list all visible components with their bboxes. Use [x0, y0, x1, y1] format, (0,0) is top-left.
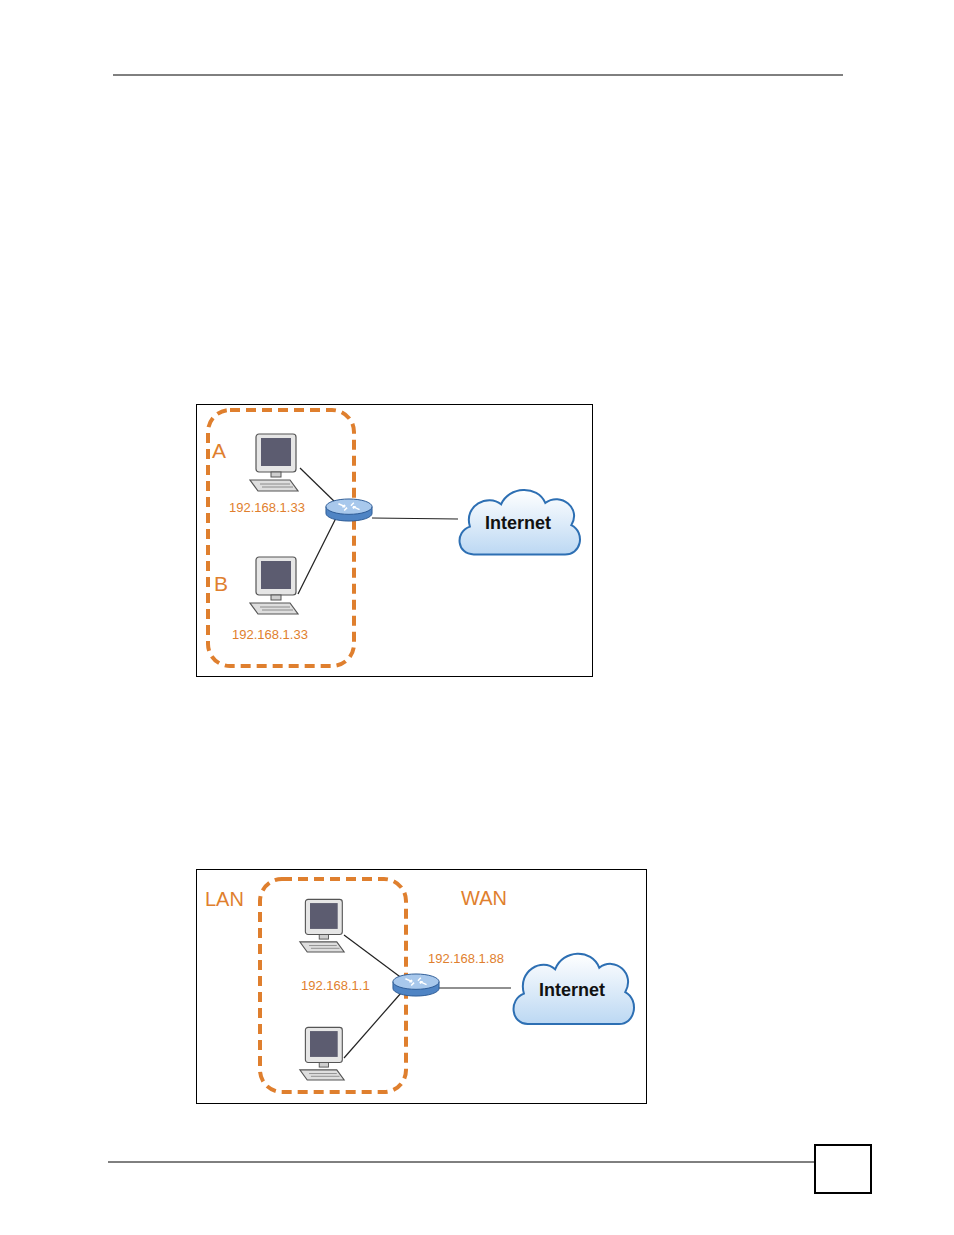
cable [344, 935, 403, 979]
zone-label: WAN [461, 888, 507, 908]
ip-address: 192.168.1.33 [232, 628, 308, 641]
figure-frame [197, 870, 647, 1104]
cable [300, 468, 338, 505]
cloud-label: Internet [539, 981, 605, 999]
cloud-outline [460, 490, 580, 554]
router-icon [393, 974, 439, 996]
computer-icon [250, 557, 298, 614]
cable [344, 993, 401, 1058]
cable [372, 518, 458, 519]
cable [298, 518, 336, 594]
header-rule [113, 75, 843, 76]
ip-address: 192.168.1.88 [428, 952, 504, 965]
ip-address: 192.168.1.1 [301, 979, 370, 992]
cloud-label: Internet [485, 514, 551, 532]
zone-label: LAN [205, 889, 244, 909]
footer-rule [108, 1162, 815, 1163]
internet-cloud: Internet [507, 945, 637, 1030]
computer-letter: A [212, 440, 226, 461]
computer-letter: B [214, 573, 228, 594]
network-region [208, 410, 354, 666]
router-icon [326, 499, 372, 521]
ip-address: 192.168.1.33 [229, 501, 305, 514]
internet-cloud: Internet [453, 482, 583, 560]
figure-frame [197, 405, 593, 677]
computer-icon [300, 1027, 344, 1080]
computer-icon [250, 434, 298, 491]
lan-region [260, 879, 406, 1092]
cloud-outline [514, 954, 634, 1024]
cable [438, 987, 511, 988]
page-number-box [815, 1145, 871, 1193]
computer-icon [300, 899, 344, 952]
